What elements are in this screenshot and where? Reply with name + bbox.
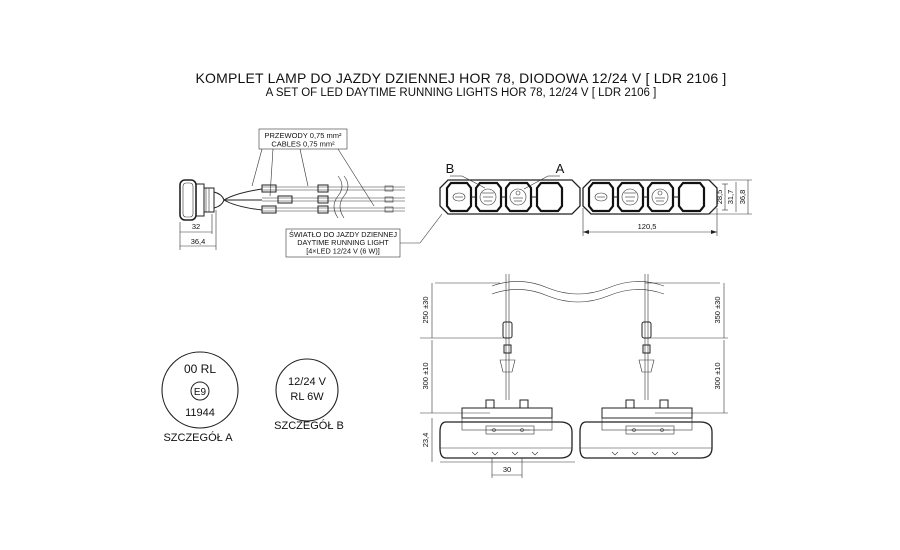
title-block: KOMPLET LAMP DO JAZDY DZIENNEJ HOR 78, D… <box>0 70 900 99</box>
title-english: A SET OF LED DAYTIME RUNNING LIGHTS HOR … <box>265 87 657 99</box>
cables <box>261 175 405 219</box>
title-polish: KOMPLET LAMP DO JAZDY DZIENNEJ HOR 78, D… <box>195 70 727 86</box>
wire-label-polish: PRZEWODY 0,75 mm² <box>265 131 342 140</box>
dim-36-8-label: 36,8 <box>738 190 747 205</box>
side-view-dimensions: 32 36,4 <box>179 210 217 250</box>
dim-36-4-label: 36,4 <box>191 237 206 246</box>
dim-31-7-label: 31,7 <box>726 190 735 205</box>
detail-a-code: 00 RL <box>184 362 216 376</box>
detail-a-caption: SZCZEGÓŁ A <box>163 431 233 444</box>
install-view: 250 ±30 300 ±10 23,4 350 ±30 300 ±10 30 <box>420 274 728 478</box>
front-view-left-lamp: B A <box>439 161 581 215</box>
detail-b-voltage: 12/24 V <box>288 376 327 388</box>
dim-28-5-label: 28,5 <box>715 190 724 205</box>
cable-lower <box>262 207 405 212</box>
cable-upper <box>262 186 405 191</box>
callout-line-2: DAYTIME RUNNING LIGHT <box>297 238 389 247</box>
dim-250-label: 250 ±30 <box>421 296 430 323</box>
detail-a: 00 RL E9 11944 SZCZEGÓŁ A <box>161 351 239 444</box>
front-view-dimensions: 120,5 28,5 31,7 36,8 <box>582 179 752 236</box>
detail-a-number: 11944 <box>185 407 215 419</box>
callout-box: ŚWIATŁO DO JAZDY DZIENNEJ DAYTIME RUNNIN… <box>285 213 443 258</box>
detail-b-rating: RL 6W <box>290 391 324 403</box>
dim-300-right-label: 300 ±10 <box>713 362 722 389</box>
marker-b: B <box>446 161 455 176</box>
front-view-right-lamp <box>582 179 718 215</box>
wire-label: PRZEWODY 0,75 mm² CABLES 0,75 mm² <box>251 128 375 207</box>
brand-logo <box>452 192 466 202</box>
detail-b-caption: SZCZEGÓŁ B <box>274 419 344 432</box>
callout-line-3: [4×LED 12/24 V (6 W)] <box>306 247 380 256</box>
detail-a-e-mark: E9 <box>194 387 207 398</box>
dim-32-label: 32 <box>192 222 200 231</box>
callout-line-1: ŚWIATŁO DO JAZDY DZIENNEJ <box>289 230 397 239</box>
install-left-lamp <box>439 399 575 463</box>
dim-300-left-label: 300 ±10 <box>421 362 430 389</box>
wire-label-english: CABLES 0,75 mm² <box>271 140 335 149</box>
cable-middle <box>262 197 405 202</box>
install-right-lamp <box>579 399 713 459</box>
marker-a: A <box>556 161 565 176</box>
dim-23-4-label: 23,4 <box>421 433 430 448</box>
dim-30-label: 30 <box>503 465 511 474</box>
dim-350-label: 350 ±30 <box>713 296 722 323</box>
side-view-lamp <box>179 179 263 221</box>
dim-120-5-label: 120,5 <box>638 222 657 231</box>
detail-b: 12/24 V RL 6W SZCZEGÓŁ B <box>274 358 344 432</box>
